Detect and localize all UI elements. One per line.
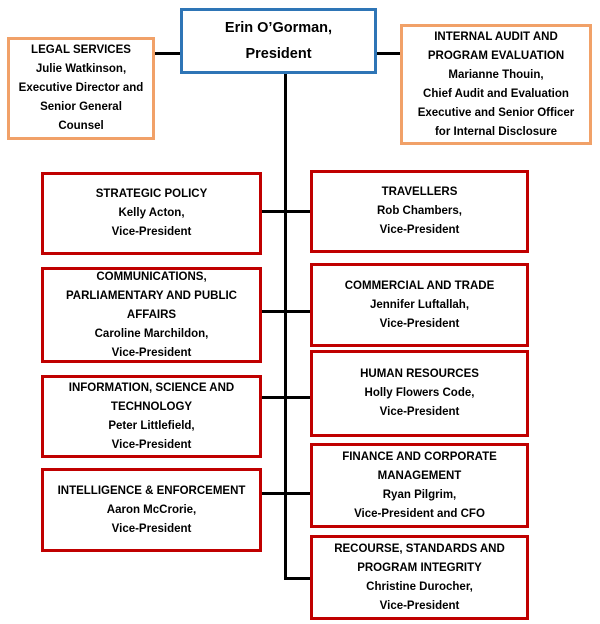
connector-row-1: [260, 210, 312, 213]
org-box-text-line: Erin O’Gorman,: [224, 20, 333, 36]
org-box-commercial-and-trade: COMMERCIAL AND TRADE Jennifer Luftallah, V…: [310, 263, 529, 347]
connector-row-3: [260, 396, 312, 399]
org-box-intelligence-enforcement: INTELLIGENCE & ENFORCEMENT Aaron McCrorie…: [41, 468, 262, 552]
connector-president-to-internal-audit: [375, 52, 402, 55]
org-box-text-line: LEGAL SERVICES: [31, 44, 131, 56]
org-box-text-line: RECOURSE, STANDARDS AND: [334, 542, 505, 555]
org-box-text-line: HUMAN RESOURCES: [360, 368, 479, 380]
org-box-recourse-standards-and-program-integrity: RECOURSE, STANDARDS AND PROGRAM INTEGRITY…: [310, 535, 529, 620]
org-box-information-science-technology: INFORMATION, SCIENCE AND TECHNOLOGY Peter …: [41, 375, 262, 458]
org-box-text-line: PROGRAM EVALUATION: [427, 49, 565, 62]
org-box-text-line: MANAGEMENT: [377, 469, 462, 482]
org-box-text-line: COMMERCIAL AND TRADE: [344, 279, 495, 292]
org-box-text-line: Aaron McCrorie,: [106, 503, 197, 516]
org-box-text-line: INTELLIGENCE & ENFORCEMENT: [57, 484, 246, 497]
org-box-text-line: INFORMATION, SCIENCE AND: [68, 381, 235, 394]
org-box-text-line: Vice-President: [379, 599, 460, 612]
org-box-text-line: Marianne Thouin,: [448, 68, 544, 81]
org-box-text-line: Christine Durocher,: [366, 580, 473, 593]
org-box-text-line: for Internal Disclosure: [434, 125, 558, 138]
connector-president-to-legal: [152, 52, 182, 55]
connector-center-vertical: [284, 74, 287, 580]
org-box-text-line: Julie Watkinson,: [35, 63, 127, 75]
org-box-text-line: STRATEGIC POLICY: [95, 188, 208, 200]
org-box-text-line: COMMUNICATIONS,: [96, 270, 207, 283]
org-box-text-line: Jennifer Luftallah,: [369, 298, 470, 311]
org-box-text-line: AFFAIRS: [126, 308, 177, 321]
org-box-internal-audit-and-program-evaluation: INTERNAL AUDIT AND PROGRAM EVALUATION Mari…: [400, 24, 592, 145]
org-box-text-line: Ryan Pilgrim,: [382, 488, 457, 501]
connector-row-2: [260, 310, 312, 313]
org-box-text-line: Vice-President and CFO: [354, 507, 485, 520]
org-box-text-line: Vice-President: [379, 317, 460, 330]
org-box-strategic-policy: STRATEGIC POLICY Kelly Acton, Vice-Preside…: [41, 172, 262, 255]
org-box-text-line: Vice-President: [379, 224, 460, 236]
org-box-text-line: Senior General: [40, 101, 122, 113]
org-box-text-line: PROGRAM INTEGRITY: [357, 561, 482, 574]
org-box-text-line: President: [245, 46, 312, 62]
org-box-text-line: Peter Littlefield,: [108, 419, 195, 432]
org-box-human-resources: HUMAN RESOURCES Holly Flowers Code, Vice-P…: [310, 350, 529, 437]
org-box-text-line: Holly Flowers Code,: [364, 387, 475, 399]
org-box-text-line: FINANCE AND CORPORATE: [342, 450, 497, 463]
org-box-text-line: TECHNOLOGY: [110, 400, 193, 413]
org-box-communications-parliamentary-public-affairs: COMMUNICATIONS, PARLIAMENTARY AND PUBLIC A…: [41, 267, 262, 363]
org-box-text-line: Vice-President: [111, 226, 192, 238]
org-box-text-line: Executive and Senior Officer: [417, 106, 575, 119]
org-box-president: Erin O’Gorman, President: [180, 8, 377, 74]
org-box-text-line: Chief Audit and Evaluation: [423, 87, 569, 100]
connector-row-4: [260, 492, 312, 495]
org-box-text-line: TRAVELLERS: [381, 186, 458, 198]
connector-row-5: [284, 577, 312, 580]
org-box-text-line: Vice-President: [111, 346, 192, 359]
org-box-text-line: Kelly Acton,: [118, 207, 185, 219]
org-box-text-line: Rob Chambers,: [377, 205, 462, 217]
org-box-legal-services: LEGAL SERVICES Julie Watkinson, Executive …: [7, 37, 155, 140]
org-box-text-line: Executive Director and: [18, 82, 144, 94]
org-box-finance-and-corporate-management: FINANCE AND CORPORATE MANAGEMENT Ryan Pilg…: [310, 443, 529, 528]
org-box-travellers: TRAVELLERS Rob Chambers, Vice-President: [310, 170, 529, 253]
org-box-text-line: Counsel: [58, 120, 104, 132]
org-box-text-line: Vice-President: [111, 522, 192, 535]
org-box-text-line: Caroline Marchildon,: [94, 327, 209, 340]
org-box-text-line: Vice-President: [111, 438, 192, 451]
org-box-text-line: PARLIAMENTARY AND PUBLIC: [65, 289, 237, 302]
org-box-text-line: Vice-President: [379, 406, 460, 418]
org-box-text-line: INTERNAL AUDIT AND: [434, 30, 558, 43]
